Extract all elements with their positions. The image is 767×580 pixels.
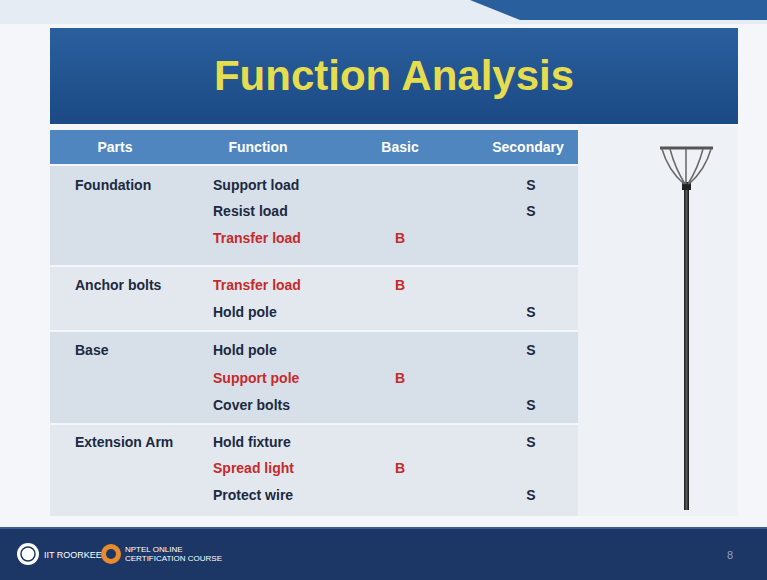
course-name: NPTEL ONLINE CERTIFICATION COURSE <box>125 545 225 563</box>
basic-mark: B <box>395 460 405 476</box>
title-banner <box>50 28 738 124</box>
function-cell: Support load <box>213 177 299 193</box>
secondary-mark: S <box>526 304 535 320</box>
slide-title: Function Analysis <box>214 52 574 100</box>
basic-function-cell: Transfer load <box>213 277 301 293</box>
secondary-mark: S <box>526 203 535 219</box>
basic-function-cell: Support pole <box>213 370 299 386</box>
part-name: Base <box>75 342 108 358</box>
part-name: Anchor bolts <box>75 277 161 293</box>
secondary-mark: S <box>526 177 535 193</box>
street-lamp <box>660 148 713 510</box>
slide-ground <box>0 0 767 527</box>
function-cell: Cover bolts <box>213 397 290 413</box>
institute-name: IIT ROORKEE <box>44 550 102 560</box>
part-name: Extension Arm <box>75 434 173 450</box>
column-header: Parts <box>97 139 132 155</box>
basic-mark: B <box>395 230 405 246</box>
lamp-pole <box>684 186 689 510</box>
footer-line <box>0 527 767 529</box>
secondary-mark: S <box>526 342 535 358</box>
page-number: 8 <box>727 549 733 562</box>
nptel-logo <box>101 544 121 564</box>
image-panel <box>578 126 738 516</box>
table-row <box>50 166 578 265</box>
secondary-mark: S <box>526 487 535 503</box>
basic-mark: B <box>395 277 405 293</box>
footer-bar <box>0 527 767 580</box>
column-header: Secondary <box>492 139 564 155</box>
lamp-cage <box>662 149 711 184</box>
table-row <box>50 267 578 330</box>
iit-logo-ring <box>21 547 35 561</box>
column-header: Function <box>228 139 287 155</box>
column-header: Basic <box>381 139 418 155</box>
basic-function-cell: Spread light <box>213 460 294 476</box>
function-cell: Hold fixture <box>213 434 291 450</box>
function-cell: Hold pole <box>213 304 277 320</box>
top-strip <box>0 0 767 24</box>
iit-logo <box>17 543 39 565</box>
secondary-mark: S <box>526 434 535 450</box>
function-cell: Hold pole <box>213 342 277 358</box>
table-row <box>50 332 578 423</box>
table-header <box>50 130 578 164</box>
table-row <box>50 425 578 516</box>
function-cell: Resist load <box>213 203 288 219</box>
secondary-mark: S <box>526 397 535 413</box>
basic-mark: B <box>395 370 405 386</box>
top-accent <box>470 0 767 20</box>
basic-function-cell: Transfer load <box>213 230 301 246</box>
nptel-logo-core <box>106 549 116 559</box>
part-name: Foundation <box>75 177 151 193</box>
function-cell: Protect wire <box>213 487 293 503</box>
